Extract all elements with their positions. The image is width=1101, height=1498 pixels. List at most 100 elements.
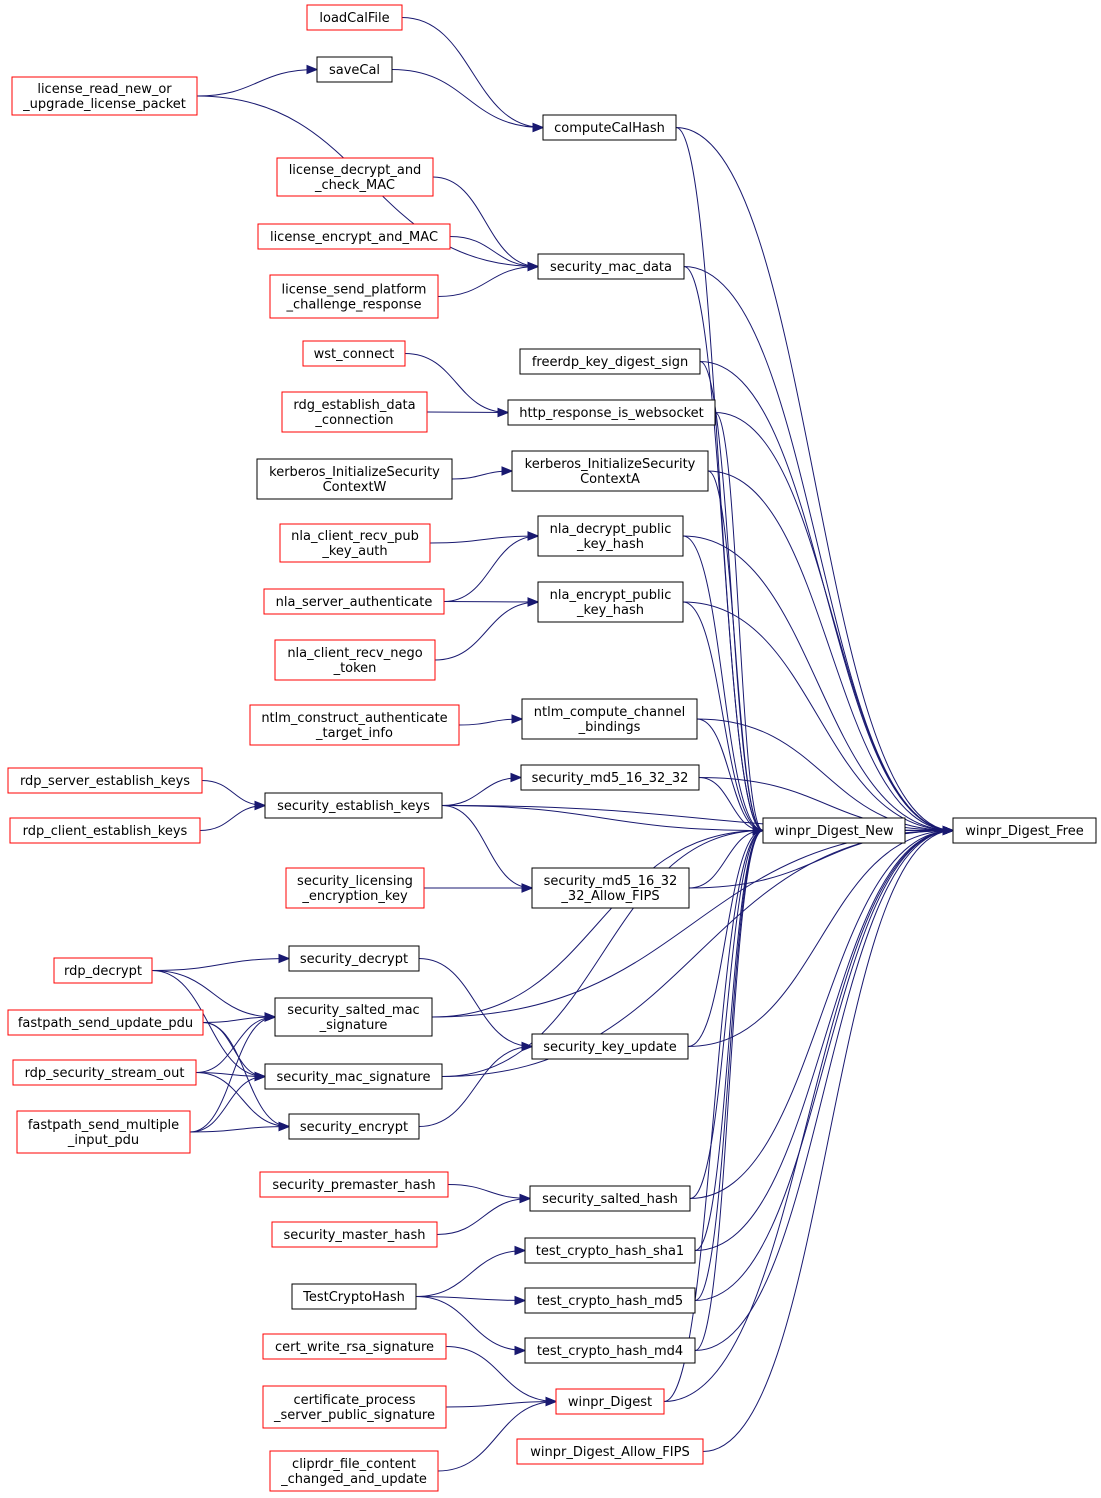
node-box[interactable] [269,274,439,319]
node-box[interactable] [271,1221,438,1248]
node-TestCryptoHash[interactable]: TestCryptoHash [291,1283,417,1310]
node-box[interactable] [521,698,698,740]
node-security_mac_signature[interactable]: security_mac_signature [264,1063,443,1090]
node-box[interactable] [264,792,443,819]
node-freerdp_key_digest_sign[interactable]: freerdp_key_digest_sign [519,348,701,375]
node-box[interactable] [537,581,684,623]
node-test_crypto_hash_md5[interactable]: test_crypto_hash_md5 [524,1287,696,1314]
node-box[interactable] [256,458,453,500]
node-license_read_new_or_upgrade[interactable]: license_read_new_or_upgrade_license_pack… [11,76,198,116]
node-winpr_Digest[interactable]: winpr_Digest [555,1388,665,1415]
node-test_crypto_hash_sha1[interactable]: test_crypto_hash_sha1 [524,1237,696,1264]
node-box[interactable] [259,1171,449,1198]
node-box[interactable] [11,76,198,116]
node-rdg_establish_data[interactable]: rdg_establish_data_connection [281,391,428,433]
node-nla_client_recv_nego[interactable]: nla_client_recv_nego_token [274,639,436,681]
node-box[interactable] [257,223,451,250]
node-box[interactable] [262,1333,447,1360]
node-box[interactable] [537,253,685,280]
node-box[interactable] [531,1033,689,1060]
node-winpr_Digest_Allow_FIPS[interactable]: winpr_Digest_Allow_FIPS [516,1438,704,1465]
node-box[interactable] [7,1009,204,1036]
node-box[interactable] [285,867,425,909]
node-wst_connect[interactable]: wst_connect [302,340,406,367]
node-security_encrypt[interactable]: security_encrypt [288,1113,420,1140]
node-nla_decrypt_public[interactable]: nla_decrypt_public_key_hash [537,515,684,557]
node-box[interactable] [274,639,436,681]
node-box[interactable] [520,764,700,791]
node-box[interactable] [316,56,393,83]
node-license_encrypt_and_MAC[interactable]: license_encrypt_and_MAC [257,223,451,250]
node-box[interactable] [262,1385,447,1429]
node-ntlm_construct[interactable]: ntlm_construct_authenticate_target_info [249,704,460,746]
node-nla_encrypt_public[interactable]: nla_encrypt_public_key_hash [537,581,684,623]
node-security_salted_mac[interactable]: security_salted_mac_signature [274,997,433,1037]
node-saveCal[interactable]: saveCal [316,56,393,83]
node-box[interactable] [952,817,1097,844]
node-certificate_process[interactable]: certificate_process_server_public_signat… [262,1385,447,1429]
node-security_licensing[interactable]: security_licensing_encryption_key [285,867,425,909]
node-rdp_decrypt[interactable]: rdp_decrypt [53,957,153,984]
node-nla_client_recv_pub[interactable]: nla_client_recv_pub_key_auth [279,523,431,563]
node-box[interactable] [263,588,445,615]
node-license_send_platform[interactable]: license_send_platform_challenge_response [269,274,439,319]
node-http_response_is_websocket[interactable]: http_response_is_websocket [507,399,716,426]
node-security_md5_fips[interactable]: security_md5_16_32_32_Allow_FIPS [531,867,690,909]
node-box[interactable] [511,450,709,492]
node-box[interactable] [555,1388,665,1415]
node-security_premaster_hash[interactable]: security_premaster_hash [259,1171,449,1198]
node-box[interactable] [531,867,690,909]
node-security_key_update[interactable]: security_key_update [531,1033,689,1060]
node-box[interactable] [288,1113,420,1140]
node-ntlm_compute[interactable]: ntlm_compute_channel_bindings [521,698,698,740]
node-box[interactable] [12,1059,197,1086]
node-box[interactable] [537,515,684,557]
node-box[interactable] [7,767,203,794]
node-box[interactable] [274,997,433,1037]
node-box[interactable] [302,340,406,367]
node-box[interactable] [53,957,153,984]
node-security_master_hash[interactable]: security_master_hash [271,1221,438,1248]
node-box[interactable] [288,945,420,972]
node-box[interactable] [306,4,403,31]
node-box[interactable] [16,1110,191,1154]
node-box[interactable] [762,817,906,844]
node-rdp_security_stream_out[interactable]: rdp_security_stream_out [12,1059,197,1086]
node-box[interactable] [249,704,460,746]
node-box[interactable] [516,1438,704,1465]
node-box[interactable] [279,523,431,563]
node-security_decrypt[interactable]: security_decrypt [288,945,420,972]
node-security_md5_16_32_32[interactable]: security_md5_16_32_32 [520,764,700,791]
node-rdp_client_establish_keys[interactable]: rdp_client_establish_keys [9,817,201,844]
node-security_establish_keys[interactable]: security_establish_keys [264,792,443,819]
node-fastpath_send_update_pdu[interactable]: fastpath_send_update_pdu [7,1009,204,1036]
node-license_decrypt_and_check_MAC[interactable]: license_decrypt_and_check_MAC [276,157,434,197]
node-box[interactable] [542,114,677,141]
node-box[interactable] [529,1185,691,1212]
node-security_mac_data[interactable]: security_mac_data [537,253,685,280]
node-fastpath_send_multiple[interactable]: fastpath_send_multiple_input_pdu [16,1110,191,1154]
node-box[interactable] [524,1237,696,1264]
node-box[interactable] [519,348,701,375]
node-rdp_server_establish_keys[interactable]: rdp_server_establish_keys [7,767,203,794]
node-winpr_Digest_Free[interactable]: winpr_Digest_Free [952,817,1097,844]
node-loadCalFile[interactable]: loadCalFile [306,4,403,31]
node-box[interactable] [524,1287,696,1314]
node-box[interactable] [281,391,428,433]
node-computeCalHash[interactable]: computeCalHash [542,114,677,141]
node-box[interactable] [524,1337,696,1364]
node-box[interactable] [276,157,434,197]
node-box[interactable] [269,1450,439,1492]
node-box[interactable] [507,399,716,426]
node-winpr_Digest_New[interactable]: winpr_Digest_New [762,817,906,844]
node-box[interactable] [264,1063,443,1090]
node-box[interactable] [291,1283,417,1310]
node-box[interactable] [9,817,201,844]
node-test_crypto_hash_md4[interactable]: test_crypto_hash_md4 [524,1337,696,1364]
node-security_salted_hash[interactable]: security_salted_hash [529,1185,691,1212]
node-cert_write_rsa_signature[interactable]: cert_write_rsa_signature [262,1333,447,1360]
node-nla_server_authenticate[interactable]: nla_server_authenticate [263,588,445,615]
node-cliprdr_file_content[interactable]: cliprdr_file_content_changed_and_update [269,1450,439,1492]
